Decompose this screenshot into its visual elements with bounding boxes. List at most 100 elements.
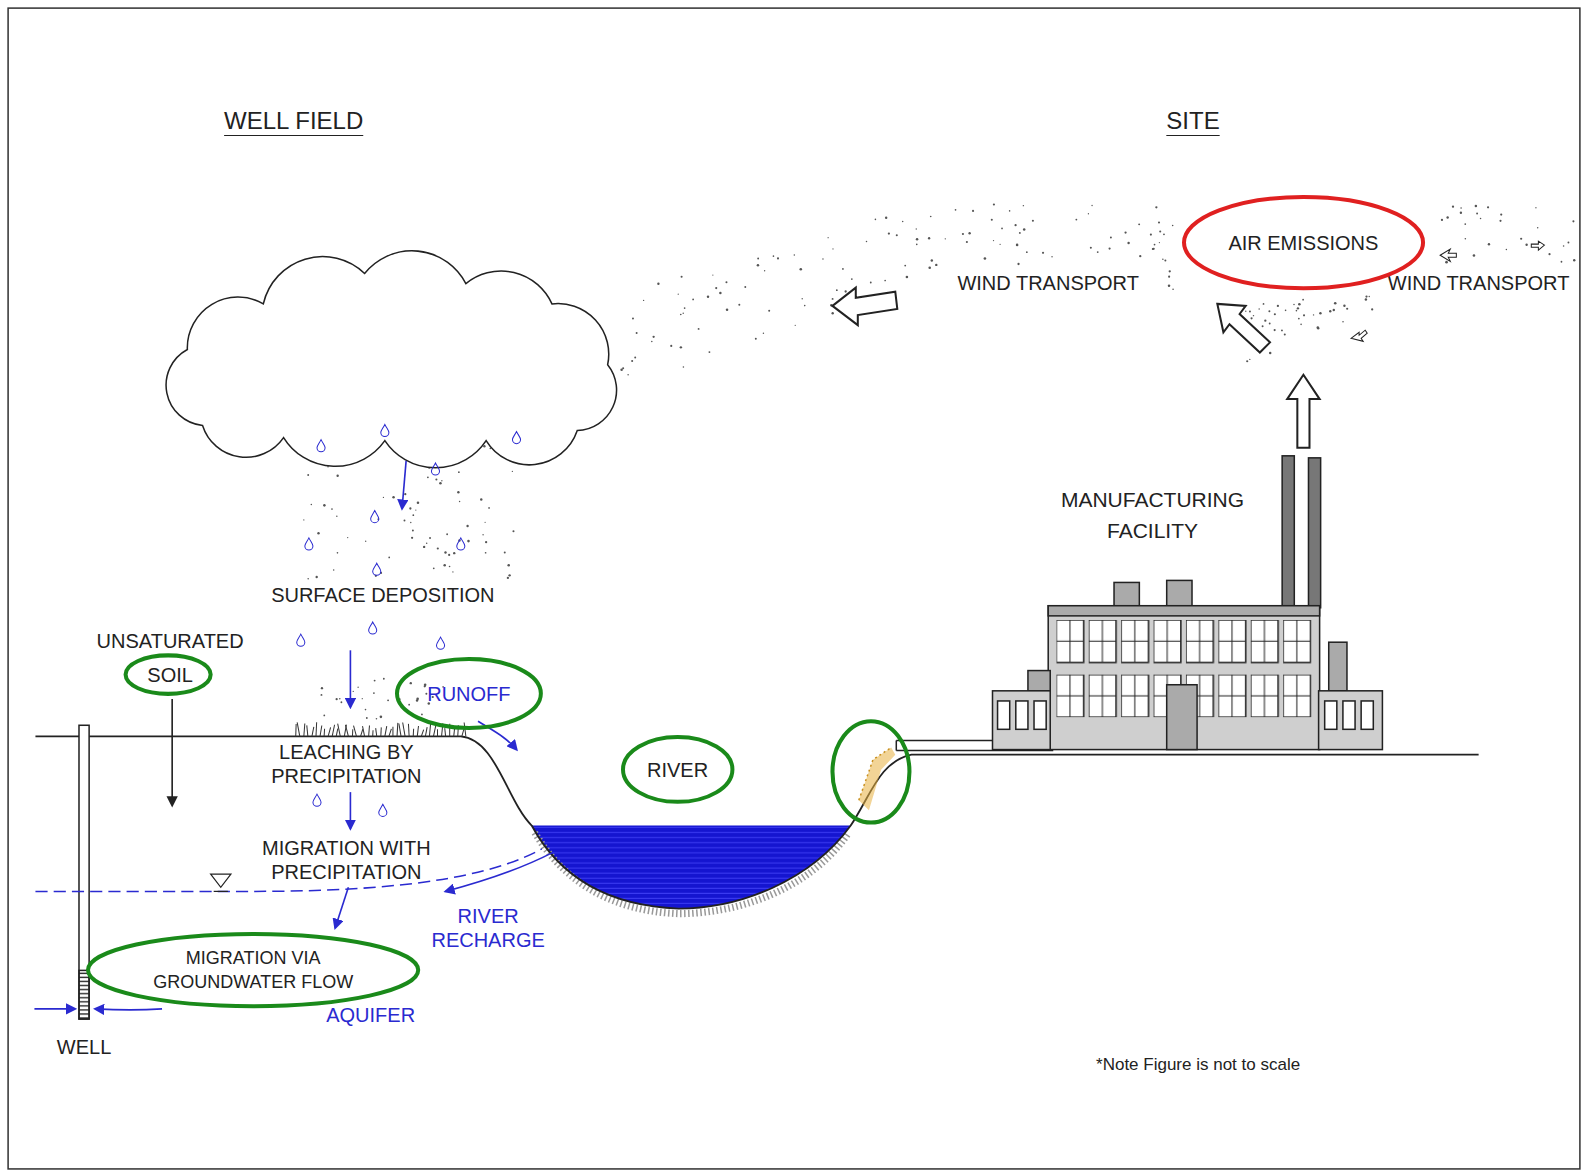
- particle-dot: [412, 529, 414, 531]
- grass-blade: [399, 723, 401, 736]
- particle-dot: [307, 578, 309, 580]
- particle-dot: [1138, 223, 1140, 225]
- particle-dot: [1446, 216, 1448, 218]
- callout-ellipses: [832, 721, 909, 822]
- raindrop: [512, 432, 520, 444]
- raindrop: [381, 424, 389, 436]
- particle-dot: [1313, 314, 1314, 315]
- particle-dot: [1293, 304, 1294, 305]
- particle-dot: [715, 287, 717, 289]
- particle-dot: [643, 300, 644, 301]
- particle-dot: [1296, 310, 1298, 312]
- particle-dot: [416, 699, 418, 701]
- manufacturing-building: [1343, 701, 1355, 729]
- particle-dot: [1285, 310, 1287, 312]
- ellipse-outline: [623, 737, 732, 802]
- particle-dot: [458, 471, 460, 473]
- manufacturing-building: [1167, 580, 1192, 606]
- particle-dot: [482, 534, 483, 535]
- particle-dot: [993, 240, 994, 241]
- grass-blade: [421, 730, 423, 737]
- particle-dot: [906, 276, 909, 279]
- callout-ellipses: [126, 655, 910, 822]
- particle-dot: [928, 266, 931, 269]
- particle-dot: [1249, 359, 1250, 360]
- particle-dot: [485, 552, 487, 554]
- particle-dot: [315, 576, 317, 578]
- particle-dot: [366, 717, 368, 719]
- particle-dot: [1298, 318, 1300, 320]
- particle-dot: [1091, 205, 1092, 206]
- particle-dot: [410, 522, 411, 523]
- zone-label: UNSATURATED SOIL: [94, 624, 246, 692]
- flow-label: RIVER RECHARGE: [417, 904, 559, 952]
- particle-dot: [1268, 310, 1270, 312]
- particle-dot: [365, 709, 367, 711]
- manufacturing-building: [1048, 606, 1319, 750]
- particle-dot: [1032, 220, 1034, 222]
- particle-dot: [842, 268, 844, 270]
- raindrop: [297, 634, 305, 646]
- particle-dot: [698, 328, 700, 330]
- grass-blade: [345, 725, 348, 736]
- particle-dot: [336, 698, 338, 700]
- particle-dot: [1487, 206, 1489, 208]
- particle-dot: [443, 564, 446, 567]
- particle-dot: [1158, 221, 1160, 223]
- ground-and-river: [896, 740, 898, 750]
- wind-arrows: [832, 241, 1544, 448]
- particle-dot: [1274, 329, 1276, 331]
- particle-dot: [680, 346, 682, 348]
- particle-dot: [383, 497, 384, 498]
- particle-dot: [404, 519, 406, 521]
- grass-blade: [332, 725, 334, 737]
- particle-dot: [904, 265, 906, 267]
- particle-dot: [832, 248, 833, 249]
- particle-dot: [433, 568, 435, 570]
- particle-dot: [507, 577, 509, 579]
- particle-dot: [1150, 234, 1152, 236]
- manufacturing-building: [1028, 671, 1050, 691]
- particle-dot: [409, 507, 411, 509]
- grass-blade: [429, 724, 430, 736]
- particle-dot: [1568, 242, 1570, 244]
- particle-dot: [725, 281, 727, 283]
- particle-dot: [1051, 256, 1052, 257]
- manufacturing-building: [1282, 456, 1294, 608]
- grass-blade: [444, 728, 446, 736]
- particle-dot: [1124, 231, 1126, 233]
- particle-dot: [303, 519, 304, 520]
- grass-blade: [320, 726, 322, 737]
- particle-dot: [1110, 237, 1112, 239]
- manufacturing-building: [1016, 701, 1028, 729]
- particle-dot: [1014, 224, 1016, 226]
- particle-dot: [799, 268, 802, 271]
- particle-dot: [444, 551, 446, 553]
- particle-dot: [1075, 219, 1077, 221]
- particle-dot: [916, 228, 917, 229]
- particle-dot: [755, 338, 757, 340]
- particle-dot: [449, 566, 451, 568]
- particle-dot: [966, 241, 968, 243]
- particle-dot: [832, 298, 834, 300]
- grass-blade: [352, 729, 353, 736]
- particle-dot: [1262, 325, 1264, 327]
- particle-dot: [712, 274, 713, 275]
- particle-dot: [1464, 223, 1466, 225]
- particle-dot: [1172, 225, 1174, 227]
- particle-dot: [1108, 247, 1110, 249]
- particle-dot: [719, 292, 722, 295]
- particle-dot: [1250, 317, 1252, 319]
- particle-dot: [777, 257, 779, 259]
- particle-dot: [1475, 205, 1477, 207]
- particle-dot: [1163, 233, 1165, 235]
- particle-dot: [1371, 308, 1373, 310]
- particle-dot: [1452, 205, 1454, 207]
- raindrop: [305, 538, 313, 550]
- water-table: [211, 874, 231, 887]
- flow-arrows: [95, 1009, 162, 1010]
- particle-dot: [1573, 259, 1575, 261]
- particle-dot: [435, 478, 437, 480]
